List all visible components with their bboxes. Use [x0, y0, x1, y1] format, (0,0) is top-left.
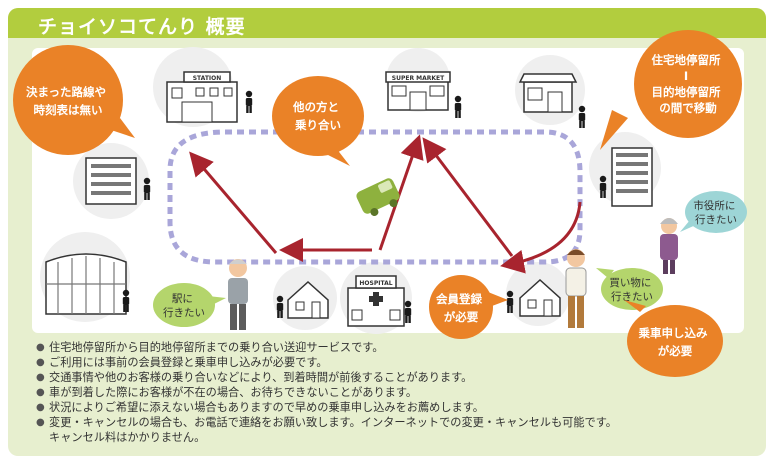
- person-icon: [245, 90, 253, 113]
- page-title: チョイソコてんり 概要: [38, 16, 246, 38]
- svg-text:市役所に 行きたい: 市役所に 行きたい: [693, 199, 738, 226]
- city-hall-bubble: 市役所に 行きたい: [680, 191, 747, 233]
- note-item: 状況によりご希望に添えない場合もありますので早めの乗車申し込みをお薦めします。: [36, 400, 756, 415]
- shopping-bubble: 買い物に 行きたい: [596, 268, 663, 310]
- elderly-woman-icon: [660, 218, 678, 274]
- house-right-icon: [519, 278, 561, 317]
- note-item: 変更・キャンセルの場合も、お電話で連絡をお願い致します。インターネットでの変更・…: [36, 415, 756, 445]
- note-item: 交通事情や他のお客様の乗り合いなどにより、到着時間が前後することがあります。: [36, 370, 756, 385]
- shared-ride-line-2: 乗り合い: [294, 118, 341, 132]
- shared-ride-bubble: 他の方と 乗り合い: [272, 76, 364, 166]
- no-timetable-line-1: 決まった路線や: [26, 85, 106, 99]
- home-destination-bubble: 住宅地停留所 I 目的地停留所 の間で移動: [600, 30, 742, 150]
- svg-text:会員登録 が必要: 会員登録 が必要: [435, 292, 486, 324]
- membership-line-2: が必要: [444, 310, 479, 324]
- svg-text:決まった路線や 時刻表は無い: 決まった路線や 時刻表は無い: [26, 85, 110, 117]
- shopping-line-2: 行きたい: [611, 290, 653, 303]
- hospital-building-icon: HOSPITAL: [347, 275, 405, 327]
- home-destination-line-1: 住宅地停留所: [651, 53, 720, 67]
- service-notes: 住宅地停留所から目的地停留所までの乗り合い送迎サービスです。 ご利用には事前の会…: [36, 340, 756, 445]
- title-bar: [8, 8, 766, 38]
- city-hall-line-2: 行きたい: [695, 213, 737, 226]
- station-line-2: 行きたい: [163, 306, 205, 319]
- membership-bubble: 会員登録 が必要: [429, 275, 508, 339]
- station-line-1: 駅に: [172, 293, 193, 305]
- home-destination-line-3: 目的地停留所: [651, 85, 720, 99]
- hospital-sign: HOSPITAL: [359, 280, 392, 287]
- station-building-icon: STATION: [166, 71, 238, 123]
- shared-ride-line-1: 他の方と: [292, 100, 339, 114]
- person-icon: [404, 300, 412, 323]
- no-timetable-line-2: 時刻表は無い: [34, 103, 103, 117]
- reservation-line-1: 乗車申し込み: [637, 326, 707, 340]
- note-item: 車が到着した際にお客様が不在の場合、お待ちできないことがあります。: [36, 385, 756, 400]
- supermarket-building-icon: SUPER MARKET: [385, 71, 451, 111]
- note-item: 住宅地停留所から目的地停留所までの乗り合い送迎サービスです。: [36, 340, 756, 355]
- house-left-icon: [287, 280, 329, 319]
- no-timetable-bubble: 決まった路線や 時刻表は無い: [13, 45, 135, 155]
- person-icon: [143, 177, 151, 200]
- membership-line-1: 会員登録: [435, 292, 482, 306]
- route-arrow-4: [422, 137, 514, 257]
- svg-text:住宅地停留所 I 目的地停留所: 住宅地停留所 I 目的地停留所 の間で移動: [651, 53, 724, 115]
- station-bubble: 駅に 行きたい: [153, 283, 226, 327]
- shared-route-path: [167, 129, 583, 265]
- store-building-icon: [518, 73, 578, 113]
- home-destination-line-2: I: [684, 69, 688, 83]
- mall-building-icon: [45, 253, 127, 315]
- office-building-icon: [85, 157, 137, 205]
- svg-text:駅に 行きたい: 駅に 行きたい: [163, 293, 205, 319]
- svg-text:他の方と 乗り合い: 他の方と 乗り合い: [292, 100, 343, 132]
- elderly-man-icon: [228, 259, 248, 330]
- person-icon: [454, 95, 462, 118]
- supermarket-sign: SUPER MARKET: [392, 75, 445, 82]
- home-destination-line-4: の間で移動: [659, 101, 717, 115]
- route-arrow-5: [500, 201, 582, 274]
- route-arrow-1: [189, 151, 278, 254]
- station-sign: STATION: [193, 75, 222, 82]
- car-icon: [356, 178, 400, 217]
- svg-text:買い物に 行きたい: 買い物に 行きたい: [609, 276, 654, 303]
- person-icon: [506, 290, 514, 313]
- note-item: ご利用には事前の会員登録と乗車申し込みが必要です。: [36, 355, 756, 370]
- person-icon: [578, 105, 586, 128]
- apartment-building-icon: [611, 147, 653, 207]
- city-hall-line-1: 市役所に: [693, 199, 735, 212]
- shopping-line-1: 買い物に: [609, 276, 651, 289]
- young-man-icon: [565, 249, 587, 328]
